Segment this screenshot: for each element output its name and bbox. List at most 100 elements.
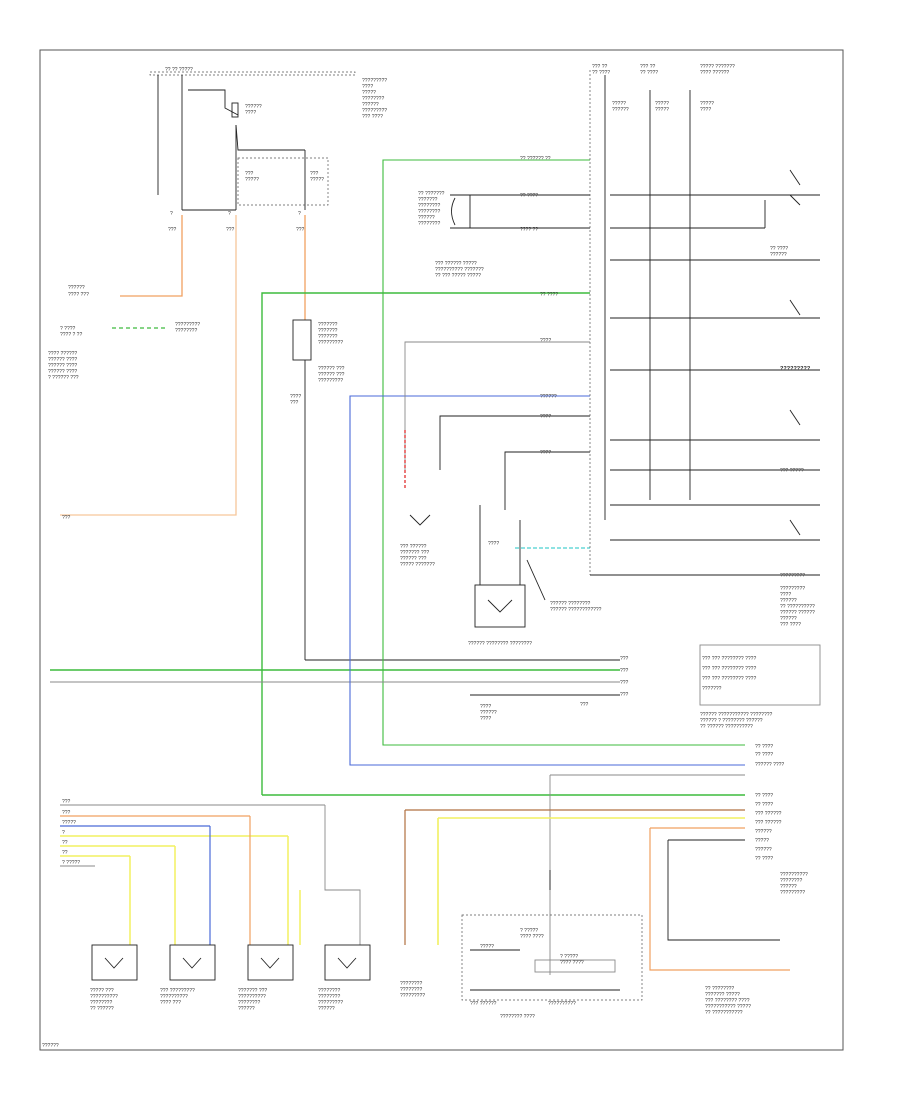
svg-text:???: ???	[168, 227, 177, 233]
svg-text:????????: ????????	[175, 328, 197, 334]
actuator-1: ????? ??? ?????????? ???????? ?? ??????	[90, 944, 138, 1012]
svg-text:??? ???????? ????: ??? ???????? ????	[705, 998, 750, 1004]
svg-text:???? ????: ???? ????	[520, 934, 544, 940]
svg-text:?????????: ?????????	[780, 890, 805, 896]
svg-text:????????: ????????	[238, 1000, 260, 1006]
svg-text:????: ????	[245, 110, 256, 116]
svg-text:??? ??????: ??? ??????	[400, 544, 427, 550]
svg-text:?? ??????: ?? ??????	[90, 1006, 114, 1012]
wire-blue-main	[349, 395, 745, 766]
fuse-block-area: ?? ?? ????? ?????? ???? ??? ????? ??? ??…	[149, 67, 387, 233]
svg-text:?????? ???: ?????? ???	[318, 372, 345, 378]
svg-text:????: ????	[540, 338, 551, 344]
svg-text:?????: ?????	[62, 820, 76, 826]
svg-text:?????: ?????	[700, 101, 714, 107]
svg-text:??? ?????????: ??? ?????????	[160, 988, 195, 994]
svg-text:? ????: ? ????	[60, 326, 76, 332]
svg-text:?? ???????: ?? ???????	[418, 191, 445, 197]
svg-text:???? ???: ???? ???	[68, 292, 89, 298]
svg-text:?????? ????????: ?????? ????????	[550, 601, 591, 607]
svg-text:???: ???	[310, 171, 319, 177]
svg-text:?????? ???: ?????? ???	[318, 366, 345, 372]
svg-text:????? ???????: ????? ???????	[700, 64, 735, 70]
svg-text:???: ???	[290, 400, 299, 406]
svg-text:?????????: ?????????	[400, 993, 425, 999]
svg-text:???? ??: ???? ??	[520, 227, 538, 233]
svg-text:?? ????: ?? ????	[520, 193, 538, 199]
svg-text:?????? ????: ?????? ????	[755, 762, 784, 768]
svg-text:???????: ???????	[702, 686, 722, 692]
svg-text:?????: ?????	[362, 90, 376, 96]
svg-text:??? ????: ??? ????	[780, 622, 801, 628]
left-connector-area: ?????? ???? ??? ? ???? ???? ? ?? ???????…	[48, 215, 237, 521]
middle-module: ??????? ??????? ??????? ????????? ??????…	[290, 215, 620, 661]
svg-text:??????????: ??????????	[90, 994, 118, 1000]
svg-text:????: ????	[780, 592, 791, 598]
svg-text:??????????? ?????: ??????????? ?????	[705, 1004, 751, 1010]
svg-text:??????: ??????	[245, 104, 262, 110]
svg-text:??????: ??????	[238, 1006, 255, 1012]
svg-text:???: ???	[620, 680, 629, 686]
svg-text:?? ????: ?? ????	[640, 70, 658, 76]
svg-text:??????: ??????	[318, 1006, 335, 1012]
svg-text:? ?????: ? ?????	[560, 954, 578, 960]
wire-green-upper	[382, 159, 745, 746]
svg-text:???: ???	[245, 171, 254, 177]
svg-text:????????: ????????	[400, 987, 422, 993]
svg-text:????: ????	[540, 450, 551, 456]
svg-text:?: ?	[62, 830, 65, 836]
svg-text:???????: ???????	[318, 322, 338, 328]
svg-text:?????? ???????? ????????: ?????? ???????? ????????	[468, 641, 532, 647]
svg-text:????????: ????????	[318, 994, 340, 1000]
svg-text:??????: ??????	[68, 285, 85, 291]
svg-text:??: ??	[62, 840, 68, 846]
svg-text:???: ???	[620, 668, 629, 674]
svg-text:??????????: ??????????	[548, 1001, 576, 1007]
svg-text:??? ??: ??? ??	[640, 64, 656, 70]
svg-text:?????????: ?????????	[362, 108, 387, 114]
svg-text:??? ??????: ??? ??????	[755, 811, 782, 817]
svg-text:??? ??? ???????? ????: ??? ??? ???????? ????	[702, 676, 756, 682]
svg-text:?????????? ???????: ?????????? ???????	[435, 267, 484, 273]
svg-text:????: ????	[480, 704, 491, 710]
svg-text:?? ??????????: ?? ??????????	[780, 604, 815, 610]
svg-text:?????: ?????	[655, 107, 669, 113]
upper-middle-sensors: ?? ??????? ??????? ???????? ???????? ???…	[418, 156, 590, 456]
svg-text:?????????: ?????????	[362, 78, 387, 84]
svg-text:????: ????	[480, 716, 491, 722]
svg-text:????: ????	[540, 414, 551, 420]
svg-text:?? ????: ?? ????	[755, 744, 773, 750]
svg-text:????????: ????????	[418, 221, 440, 227]
svg-text:??? ??? ???????? ????: ??? ??? ???????? ????	[702, 666, 756, 672]
svg-text:?????????: ?????????	[318, 340, 343, 346]
svg-text:??????: ??????	[780, 884, 797, 890]
svg-text:??? ??? ???????? ????: ??? ??? ???????? ????	[702, 656, 756, 662]
svg-text:?????? ? ???????? ??????: ?????? ? ???????? ??????	[700, 718, 763, 724]
svg-text:?????? ??????: ?????? ??????	[780, 610, 815, 616]
svg-text:?????? ???: ?????? ???	[400, 556, 427, 562]
svg-text:?? ????: ?? ????	[755, 802, 773, 808]
svg-text:??????: ??????	[612, 107, 629, 113]
svg-text:??????? ?????: ??????? ?????	[705, 992, 740, 998]
svg-text:??????? ???: ??????? ???	[238, 988, 267, 994]
svg-text:??????: ??????	[540, 394, 557, 400]
hvac-control-module: ??? ?? ?? ???? ??? ?? ?? ???? ????? ????…	[589, 64, 820, 628]
svg-text:??????: ??????	[418, 215, 435, 221]
svg-text:? ?????: ? ?????	[520, 928, 538, 934]
svg-text:????: ????	[488, 541, 499, 547]
svg-text:?? ?????? ??: ?? ?????? ??	[520, 156, 551, 162]
svg-text:???????? ????: ???????? ????	[500, 1014, 535, 1020]
svg-text:??????????: ??????????	[160, 994, 188, 1000]
svg-text:?? ?????? ??????????: ?? ?????? ??????????	[700, 724, 753, 730]
svg-text:?????: ?????	[310, 177, 324, 183]
svg-text:???? ? ??: ???? ? ??	[60, 332, 82, 338]
svg-text:???? ??????: ???? ??????	[48, 351, 77, 357]
svg-text:?: ?	[170, 211, 173, 217]
svg-text:? ?????? ???: ? ?????? ???	[48, 375, 79, 381]
actuator-4: ???????? ???????? ????????? ??????	[318, 944, 371, 1012]
svg-text:?: ?	[298, 211, 301, 217]
wire-green-main	[261, 292, 590, 795]
svg-text:??? ?????: ??? ?????	[780, 468, 804, 474]
svg-text:??????: ??????	[780, 598, 797, 604]
svg-text:?????? ??????????? ????????: ?????? ??????????? ????????	[700, 712, 773, 718]
